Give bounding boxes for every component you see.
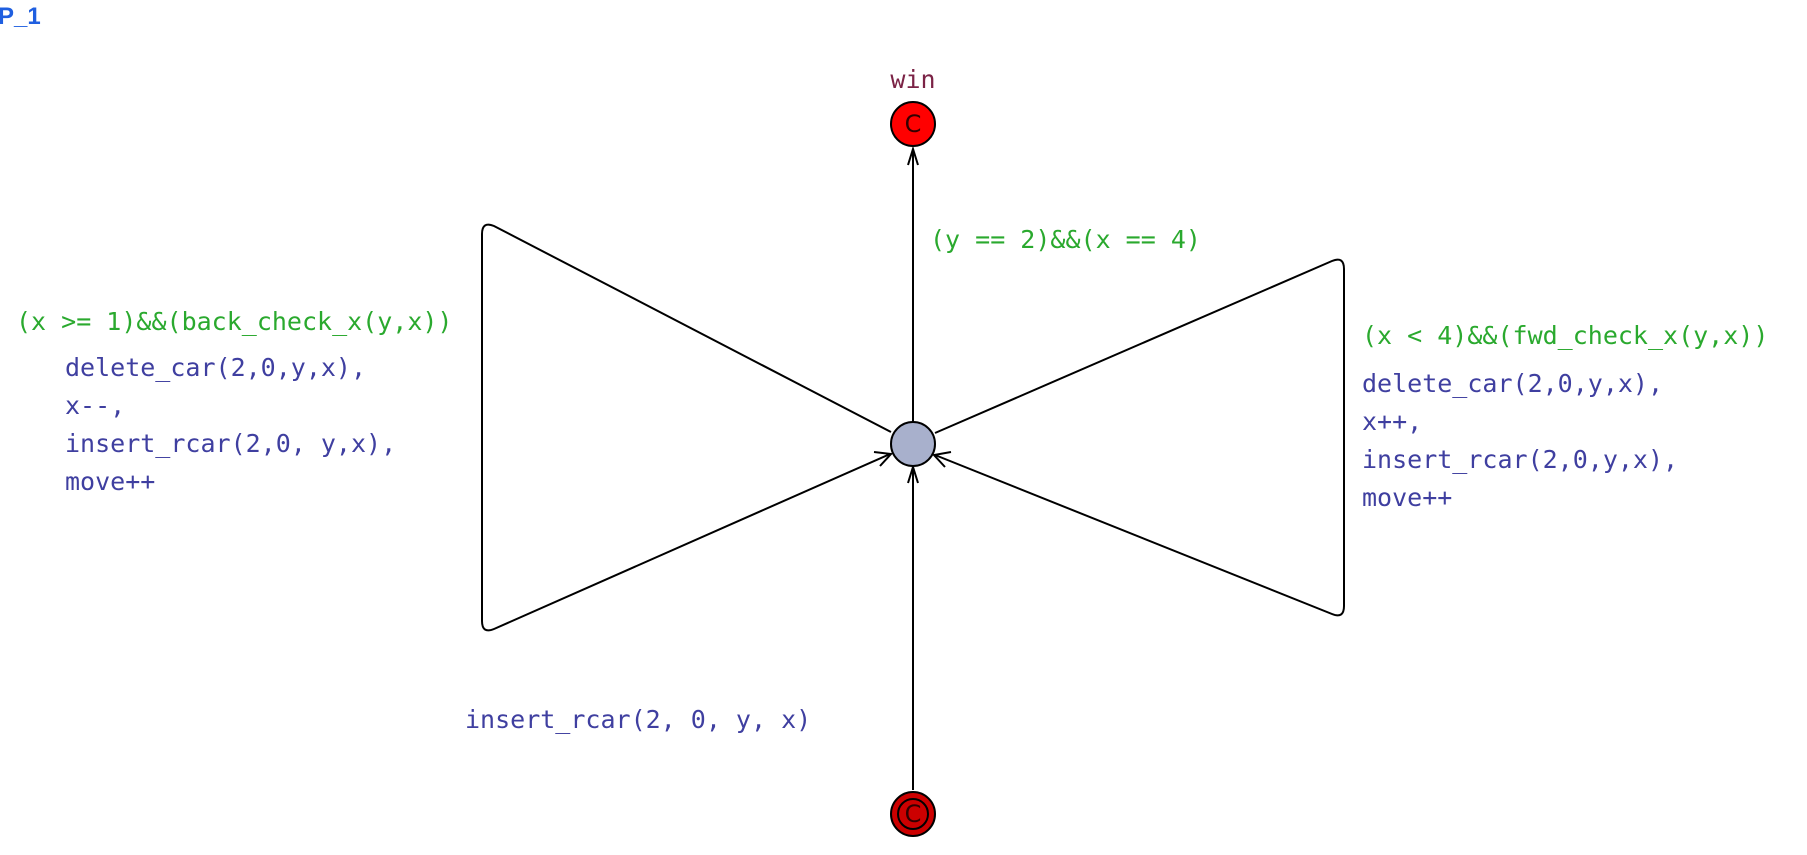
update-line: x--, [65, 391, 125, 420]
update-line: insert_rcar(2,0, y,x), [65, 429, 396, 458]
guard-fwd-loop[interactable]: (x < 4)&&(fwd_check_x(y,x)) [1362, 321, 1768, 350]
initial-marker-ring [897, 798, 929, 830]
template-name[interactable]: P_1 [0, 3, 41, 30]
location-center[interactable] [890, 421, 936, 467]
update-line: move++ [65, 467, 155, 496]
location-win-circle[interactable] [890, 101, 936, 147]
committed-icon: C [905, 110, 922, 138]
update-init[interactable]: insert_rcar(2, 0, y, x) [465, 705, 811, 734]
location-initial[interactable]: C [890, 791, 936, 837]
update-line: insert_rcar(2,0,y,x), [1362, 445, 1678, 474]
edge-back-loop[interactable] [481, 223, 894, 632]
update-line: x++, [1362, 407, 1422, 436]
guard-to-win[interactable]: (y == 2)&&(x == 4) [930, 225, 1201, 254]
committed-icon: C [905, 800, 922, 828]
location-win[interactable]: C [890, 101, 936, 147]
update-line: delete_car(2,0,y,x), [1362, 369, 1663, 398]
location-win-name[interactable]: win [890, 65, 935, 94]
update-back-loop[interactable]: delete_car(2,0,y,x), x--, insert_rcar(2,… [65, 353, 396, 496]
update-line: delete_car(2,0,y,x), [65, 353, 366, 382]
update-fwd-loop[interactable]: delete_car(2,0,y,x), x++, insert_rcar(2,… [1362, 369, 1678, 512]
update-line: move++ [1362, 483, 1452, 512]
edge-initial-to-center[interactable] [907, 463, 919, 790]
edge-fwd-loop[interactable] [932, 258, 1345, 617]
edge-center-to-win[interactable] [907, 145, 919, 423]
guard-back-loop[interactable]: (x >= 1)&&(back_check_x(y,x)) [16, 307, 453, 336]
